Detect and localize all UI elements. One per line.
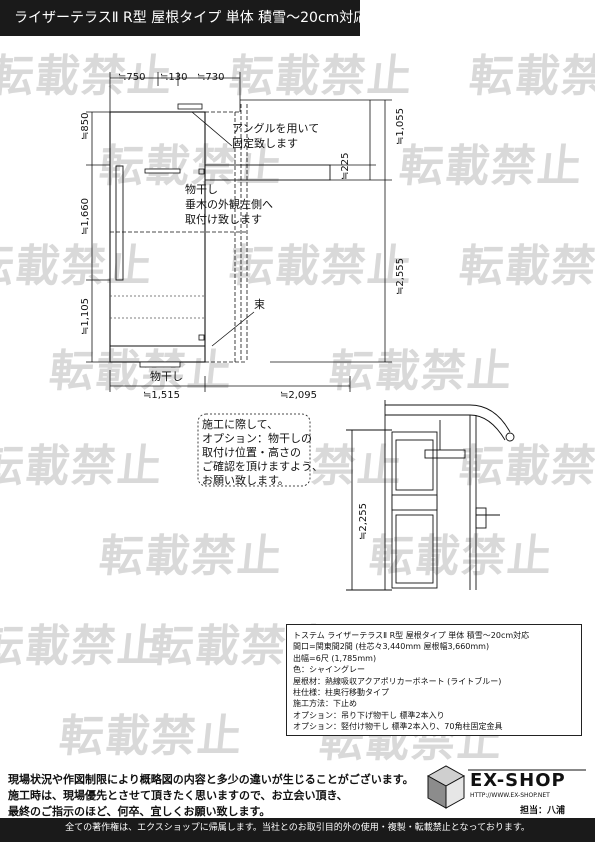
dim-right-3: ≒225 (340, 153, 351, 180)
spec-line: 間口=関東間2間 (柱芯々3,440mm 屋根幅3,660mm) (293, 642, 490, 652)
note-monohoshi-2: 垂木の外観左側へ (185, 197, 273, 211)
label-tsuka: 束 (254, 298, 265, 311)
callout-line-1: 施工に際して、 (202, 418, 278, 431)
spec-line: トステム ライザーテラスⅡ R型 屋根タイプ 単体 積雪～20cm対応 (293, 631, 530, 640)
spec-line: オプション：竪付け物干し 標準2本入り、70角柱固定金具 (293, 722, 503, 732)
dim-left-1: ≒850 (80, 113, 91, 140)
logo-name: EX-SHOP (470, 770, 566, 791)
callout-line-4: ご確認を頂けますよう、 (202, 459, 323, 473)
elevation-drawing (346, 400, 515, 591)
note-monohoshi-3: 取付け致します (185, 212, 262, 226)
logo-url: HTTP://WWW.EX-SHOP.NET (470, 792, 550, 799)
dim-top-3: ≒730 (197, 72, 224, 83)
dim-bottom-2: ≒2,095 (280, 390, 317, 401)
spec-line: オプション：吊り下げ物干し 標準2本入り (293, 710, 445, 720)
spec-line: 屋根材：熱線吸収アクアポリカーボネート (ライトブルー) (293, 676, 502, 686)
elevation-dim-height: ≒2,255 (358, 503, 369, 540)
dim-bottom-1: ≒1,515 (143, 390, 180, 401)
callout-line-3: 取付け位置・高さの (202, 445, 301, 459)
note-angle-2: 固定致します (232, 136, 298, 150)
bottom-notes: 現場状況や作図制限により概略図の内容と多少の違いが生じることがございます。 施工… (8, 772, 414, 820)
label-monohoshi: 物干し (150, 369, 183, 383)
callout-line-5: お願い致します。 (202, 473, 289, 487)
bottom-note-line: 現場状況や作図制限により概略図の内容と多少の違いが生じることがございます。 (8, 773, 414, 786)
spec-line: 施工方法：下止め (293, 699, 357, 709)
spec-box: トステム ライザーテラスⅡ R型 屋根タイプ 単体 積雪～20cm対応 間口=関… (286, 624, 582, 736)
footer-copyright: 全ての著作権は、エクスショップに帰属します。当社とのお取引目的外の使用・複製・転… (0, 818, 595, 842)
dim-left-3: ≒1,105 (80, 298, 91, 335)
spec-line: 色：シャイングレー (293, 665, 365, 675)
dim-right-2: ≒2,555 (395, 258, 406, 295)
dim-left-2: ≒1,660 (80, 198, 91, 235)
spec-line: 柱仕様：柱奥行移動タイプ (293, 688, 389, 698)
dim-right-1: ≒1,055 (395, 108, 406, 145)
note-angle-1: アングルを用いて (232, 121, 319, 135)
spec-line: 出幅=6尺 (1,785mm) (293, 653, 377, 663)
bottom-note-line: 施工時は、現場優先とさせて頂きたく思いますので、お立会い頂き、 (8, 789, 348, 802)
callout-line-2: オプション：物干しの (202, 431, 312, 445)
staff-label: 担当：八浦 (520, 806, 566, 816)
dim-top-1: ≒750 (118, 72, 145, 83)
note-monohoshi-1: 物干し (185, 182, 218, 196)
page-title: ライザーテラスⅡ R型 屋根タイプ 単体 積雪～20cm対応 (0, 0, 367, 36)
dim-top-2: ≒130 (160, 72, 187, 83)
ex-shop-logo-icon (426, 765, 586, 809)
bottom-note-line: 最終のご指示のほど、何卒、宜しくお願い致します。 (8, 805, 271, 818)
